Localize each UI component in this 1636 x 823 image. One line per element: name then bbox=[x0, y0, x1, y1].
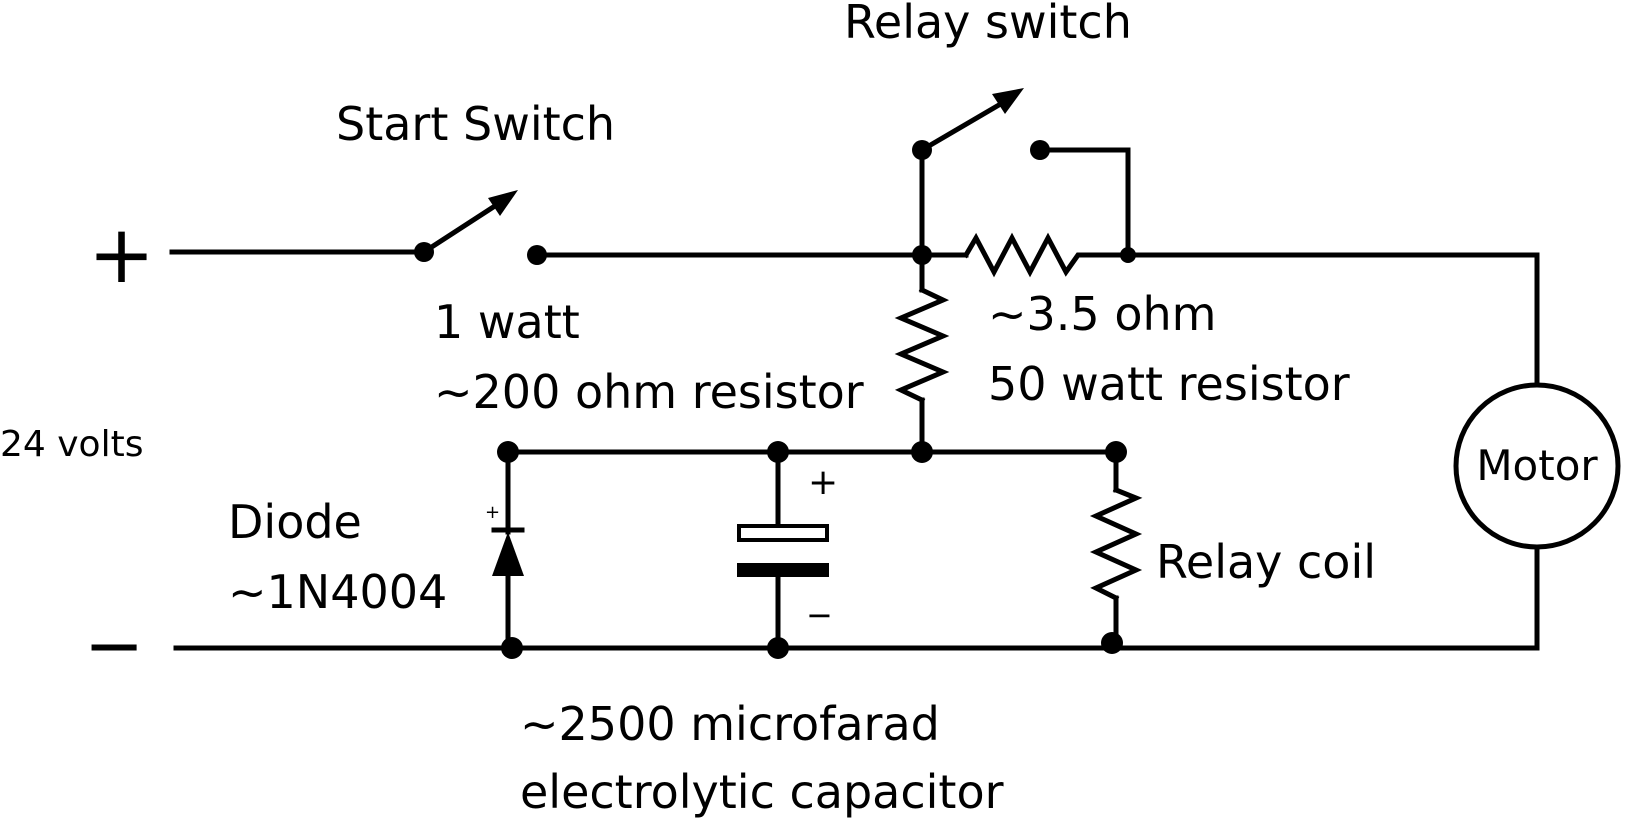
diode-plus-mark: + bbox=[485, 502, 500, 523]
relay-right-node-dot bbox=[1120, 247, 1136, 263]
r35-resistor bbox=[962, 232, 1091, 278]
middle-right-dot bbox=[1105, 441, 1127, 463]
cap-minus-mark: − bbox=[806, 596, 833, 634]
bottom-coil-dot bbox=[1101, 632, 1123, 654]
motor-circle bbox=[1453, 382, 1621, 550]
r200-label-line2: ~200 ohm resistor bbox=[434, 365, 864, 419]
cap-plus-mark: + bbox=[808, 462, 838, 503]
relay-switch-label: Relay switch bbox=[844, 0, 1132, 49]
motor-label: Motor bbox=[1476, 441, 1598, 490]
diode-symbol bbox=[491, 527, 525, 576]
r200-resistor bbox=[894, 286, 950, 404]
capacitor-positive-plate bbox=[737, 524, 829, 542]
start-switch-arrowhead bbox=[488, 190, 518, 216]
start-switch-label: Start Switch bbox=[336, 97, 615, 151]
middle-r200-dot bbox=[911, 441, 933, 463]
relay-contact-dot bbox=[1030, 140, 1050, 160]
capacitor-label-line1: ~2500 microfarad bbox=[520, 697, 940, 751]
labels: Relay switch Start Switch + − 24 volts 1… bbox=[0, 0, 1598, 819]
relay-switch bbox=[918, 88, 1024, 154]
capacitor-symbol bbox=[737, 524, 829, 577]
junction-dots bbox=[414, 140, 1136, 659]
relay-contact-wire bbox=[1037, 147, 1131, 258]
bottom-cap-dot bbox=[767, 637, 789, 659]
start-switch-contact-dot bbox=[527, 245, 547, 265]
supply-voltage-label: 24 volts bbox=[0, 424, 143, 465]
motor-return-wire bbox=[1112, 543, 1540, 651]
relay-coil-label: Relay coil bbox=[1156, 535, 1376, 589]
relay-switch-arrowhead bbox=[992, 88, 1024, 114]
r35-label-line2: 50 watt resistor bbox=[988, 357, 1350, 411]
start-switch-pivot-dot bbox=[414, 242, 434, 262]
bottom-diode-dot bbox=[501, 637, 523, 659]
middle-cap-dot bbox=[767, 441, 789, 463]
diode-label-line2: ~1N4004 bbox=[228, 565, 447, 619]
capacitor-negative-plate bbox=[737, 563, 829, 577]
capacitor-label-line2: electrolytic capacitor bbox=[520, 765, 1004, 819]
relay-pivot-dot bbox=[912, 140, 932, 160]
r35-label-line1: ~3.5 ohm bbox=[988, 287, 1216, 341]
diode-triangle bbox=[492, 532, 524, 576]
start-switch bbox=[420, 190, 518, 256]
minus-terminal-label: − bbox=[84, 603, 144, 687]
r200-label-line1: 1 watt bbox=[434, 295, 580, 349]
top-junction-dot bbox=[912, 245, 932, 265]
diode-label-line1: Diode bbox=[228, 495, 362, 549]
plus-terminal-label: + bbox=[88, 208, 155, 301]
relay-coil-resistor bbox=[1089, 486, 1143, 602]
wires bbox=[169, 147, 1540, 651]
middle-left-dot bbox=[497, 441, 519, 463]
top-rail-right-wire bbox=[1125, 252, 1540, 388]
start-switch-blade bbox=[420, 200, 502, 256]
relay-switch-blade bbox=[918, 98, 1008, 154]
